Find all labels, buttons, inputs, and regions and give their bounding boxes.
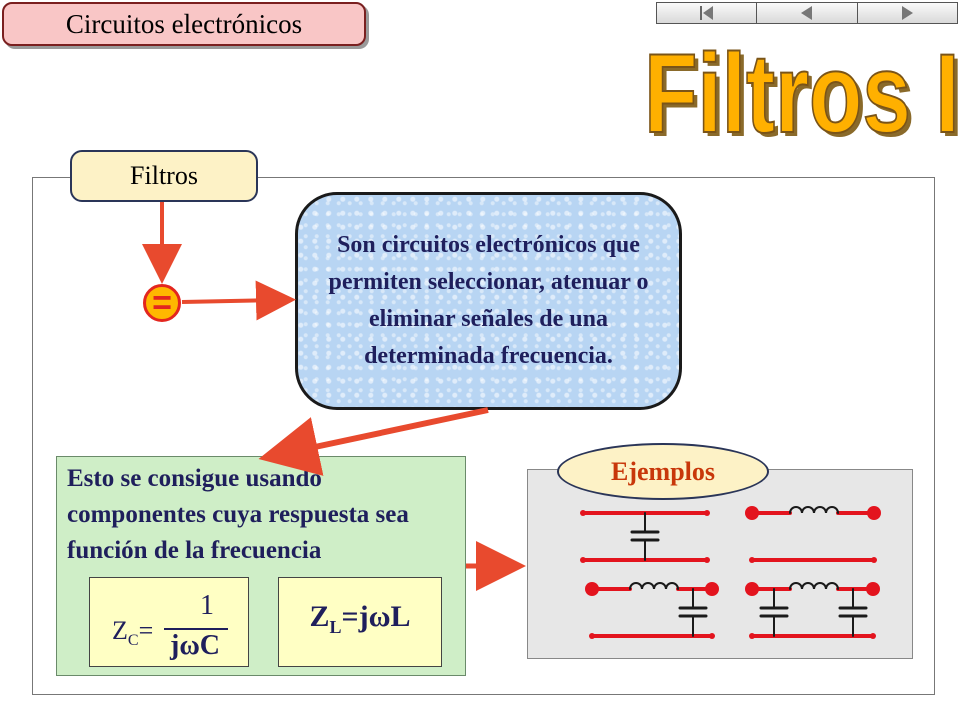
topic-text: Circuitos electrónicos	[65, 8, 303, 39]
capacitor-icon	[759, 588, 789, 637]
zc-numerator: 1	[200, 590, 214, 621]
inductor-icon	[629, 582, 679, 590]
filters-tab-label: Filtros	[130, 161, 198, 190]
equals-badge: =	[143, 284, 181, 322]
next-slide-icon	[902, 6, 914, 20]
zl-formula: ZL=jωL	[309, 600, 411, 637]
examples-panel	[527, 469, 913, 659]
capacitor-icon	[630, 512, 660, 561]
capacitor-icon	[678, 588, 708, 637]
examples-tab-label: Ejemplos	[611, 456, 715, 486]
arrow-definition-to-explanation	[258, 407, 489, 476]
arrow-equals-to-definition	[181, 280, 296, 321]
slide-navigation	[656, 2, 958, 24]
capacitor-impedance-box: ZC= 1 jωC	[89, 577, 249, 667]
fraction-bar	[164, 628, 228, 630]
zc-denominator: jωC	[170, 630, 221, 661]
circuit-series-inductor	[745, 506, 881, 563]
skip-to-first-icon	[699, 6, 713, 20]
content-frame	[32, 177, 935, 695]
circuit-pi-filter	[745, 582, 880, 639]
capacitor-icon	[838, 588, 868, 637]
explanation-box: Esto se consigue usando componentes cuya…	[56, 456, 466, 676]
explanation-text: Esto se consigue usando componentes cuya…	[67, 465, 409, 564]
circuit-lc-lowpass	[585, 582, 719, 639]
next-slide-button[interactable]	[857, 2, 958, 24]
equals-symbol: =	[152, 284, 172, 322]
first-slide-button[interactable]	[656, 2, 758, 24]
slide-title: Filtros I Filtros I	[643, 31, 958, 144]
inductor-icon	[789, 582, 839, 590]
filters-tab: Filtros	[70, 150, 258, 202]
inductor-icon	[789, 506, 839, 514]
previous-slide-button[interactable]	[757, 2, 858, 24]
inductor-impedance-box: ZL=jωL	[278, 577, 442, 667]
slide-title-text: Filtros I	[644, 32, 958, 144]
svg-text:Filtros I: Filtros I	[648, 36, 958, 144]
topic-label: Circuitos electrónicos	[2, 2, 366, 46]
examples-tab: Ejemplos	[557, 443, 769, 500]
circuit-shunt-capacitor	[580, 510, 710, 563]
zc-lhs: ZC=	[112, 616, 154, 650]
definition-box: Son circuitos electrónicos que permiten …	[295, 192, 682, 410]
definition-text: Son circuitos electrónicos que permiten …	[328, 232, 649, 369]
previous-slide-icon	[800, 6, 812, 20]
